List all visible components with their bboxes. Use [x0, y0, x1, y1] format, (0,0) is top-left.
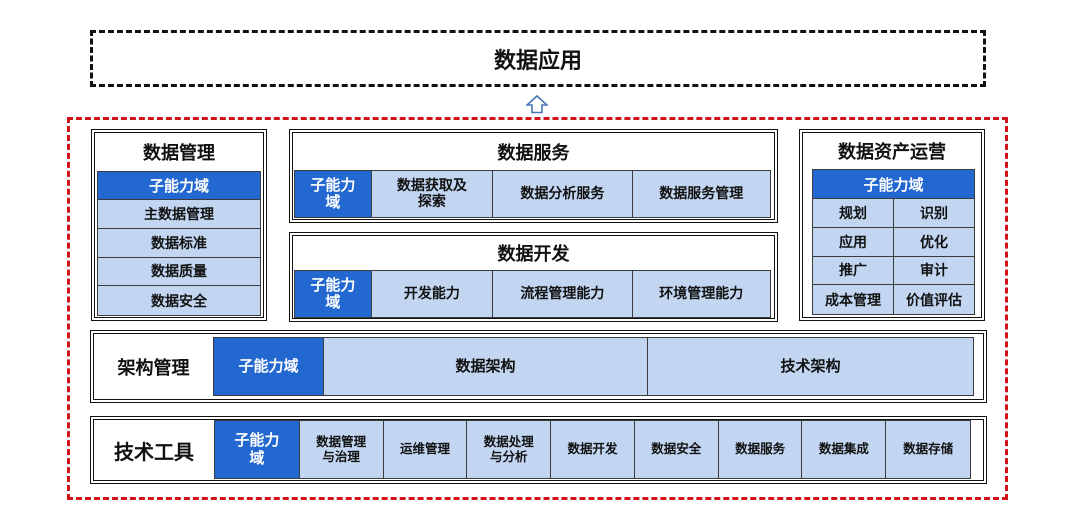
- cell-label: 运维管理: [399, 441, 450, 457]
- cell: 环境管理能力: [632, 271, 770, 317]
- cell-label: 数据安全: [651, 441, 702, 457]
- data-development-row: 子能力域 开发能力 流程管理能力 环境管理能力: [294, 270, 771, 318]
- data-management-list: 子能力域 主数据管理 数据标准 数据质量 数据安全: [97, 171, 261, 316]
- data-service-panel: 数据服务 子能力域 数据获取及探索 数据分析服务 数据服务管理: [289, 129, 778, 223]
- cell: 数据安全: [634, 421, 719, 478]
- list-item: 数据安全: [98, 286, 260, 315]
- sub-capability-header: 子能力域: [98, 172, 260, 200]
- technical-tools-panel: 技术工具 子能力域 数据管理与治理 运维管理 数据处理与分析 数据开发 数据安全…: [90, 416, 987, 484]
- grid-cell: 规划: [813, 199, 894, 228]
- cell-label: 数据集成: [818, 441, 869, 457]
- cell: 数据分析服务: [493, 171, 633, 217]
- technical-tools-row: 子能力域 数据管理与治理 运维管理 数据处理与分析 数据开发 数据安全 数据服务…: [214, 420, 971, 479]
- sub-capability-header: 子能力域: [215, 421, 300, 478]
- grid-cell: 推广: [813, 256, 894, 286]
- sub-capability-label: 子能力域: [234, 431, 280, 467]
- list-item: 数据标准: [98, 228, 260, 258]
- list-item: 数据质量: [98, 257, 260, 287]
- cell: 数据管理与治理: [299, 421, 384, 478]
- data-application-title: 数据应用: [493, 48, 582, 74]
- data-asset-operation-grid: 子能力域 规划 识别 应用 优化 推广 审计 成本管理 价值评估: [812, 169, 975, 315]
- grid-cell: 成本管理: [813, 285, 894, 314]
- cell: 数据服务管理: [632, 171, 770, 217]
- cell-label: 数据处理与分析: [483, 434, 534, 464]
- sub-capability-header: 子能力域: [214, 338, 324, 395]
- cell-label: 数据管理与治理: [316, 434, 367, 464]
- cell: 数据架构: [324, 338, 648, 395]
- grid-cell: 应用: [813, 227, 894, 257]
- cell: 数据处理与分析: [467, 421, 552, 478]
- sub-capability-label: 子能力域: [310, 175, 356, 211]
- cell: 开发能力: [371, 271, 494, 317]
- data-application-box: 数据应用: [90, 30, 986, 87]
- cell: 数据开发: [551, 421, 635, 478]
- data-development-title: 数据开发: [497, 244, 570, 265]
- list-item: 主数据管理: [98, 200, 260, 229]
- data-service-row: 子能力域 数据获取及探索 数据分析服务 数据服务管理: [294, 170, 771, 218]
- cell: 技术架构: [648, 338, 973, 395]
- data-service-title: 数据服务: [497, 142, 570, 164]
- cell-label: 数据获取及探索: [396, 177, 467, 210]
- architecture-management-title: 架构管理: [117, 357, 190, 379]
- cell-label: 数据存储: [903, 441, 954, 457]
- data-management-title: 数据管理: [143, 143, 215, 164]
- data-development-panel: 数据开发 子能力域 开发能力 流程管理能力 环境管理能力: [289, 232, 778, 322]
- sub-capability-header: 子能力域: [813, 170, 974, 199]
- grid-cell: 优化: [894, 227, 974, 257]
- architecture-management-row: 子能力域 数据架构 技术架构: [213, 337, 974, 396]
- grid-cell: 识别: [894, 199, 974, 228]
- cell: 数据存储: [886, 421, 971, 478]
- capability-frame: [67, 117, 1008, 500]
- cell: 流程管理能力: [493, 271, 633, 317]
- sub-capability-label: 子能力域: [310, 275, 356, 311]
- data-asset-operation-title: 数据资产运营: [838, 142, 946, 163]
- architecture-management-panel: 架构管理 子能力域 数据架构 技术架构: [90, 330, 987, 403]
- grid-cell: 审计: [894, 256, 974, 286]
- cell: 数据获取及探索: [371, 171, 494, 217]
- grid-cell: 价值评估: [894, 285, 974, 314]
- cell: 数据集成: [802, 421, 887, 478]
- sub-capability-header: 子能力域: [295, 271, 372, 317]
- technical-tools-title: 技术工具: [114, 439, 194, 464]
- cell-label: 数据开发: [567, 441, 618, 457]
- cell: 数据服务: [718, 421, 803, 478]
- sub-capability-header: 子能力域: [295, 171, 372, 217]
- data-asset-operation-panel: 数据资产运营 子能力域 规划 识别 应用 优化 推广 审计 成本管理 价值评估: [799, 129, 985, 321]
- data-management-panel: 数据管理 子能力域 主数据管理 数据标准 数据质量 数据安全: [91, 129, 267, 321]
- cell-label: 数据服务: [735, 441, 786, 457]
- cell: 运维管理: [383, 421, 468, 478]
- up-arrow-icon: [526, 95, 548, 114]
